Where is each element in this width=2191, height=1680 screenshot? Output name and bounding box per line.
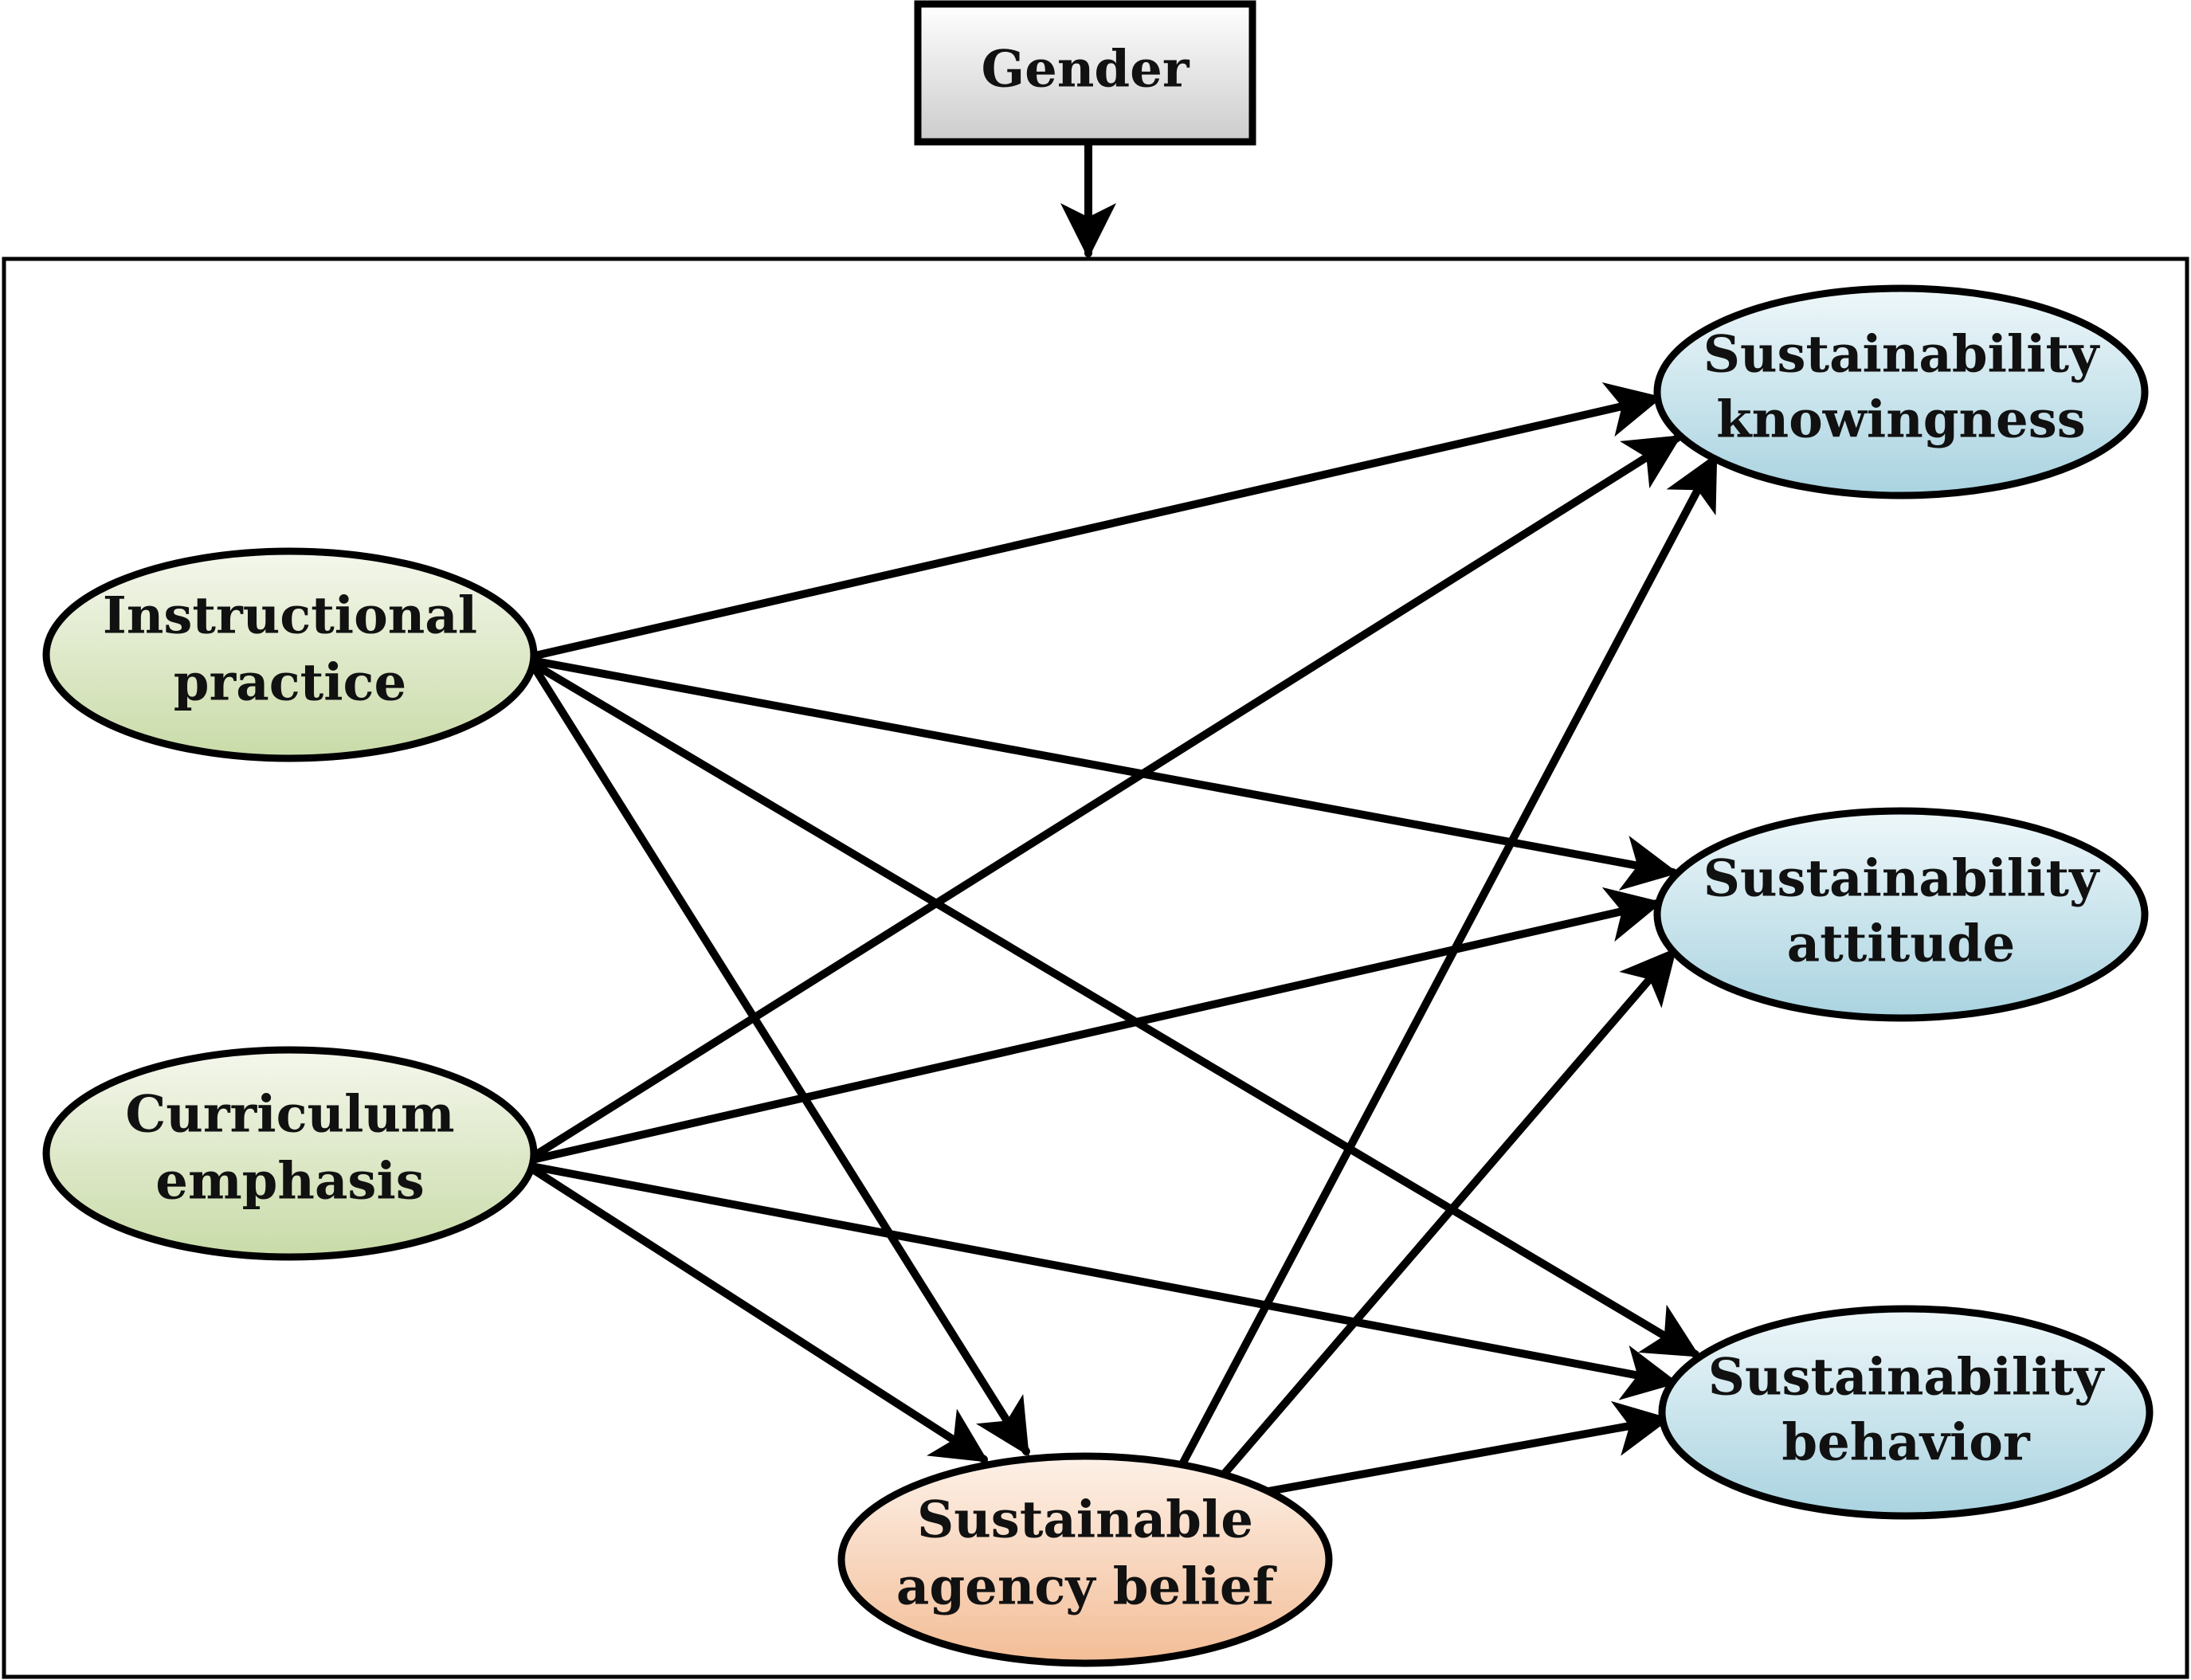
edge-instructional-practice-to-agency-belief [531,665,1030,1456]
edge-agency-belief-to-knowingness [1178,452,1719,1468]
sustainable-agency-belief-label-line2: agency belief [896,1557,1277,1617]
instructional-practice-label-line1: Instructional [103,586,477,646]
curriculum-emphasis-node: Curriculum emphasis [42,1046,538,1261]
edge-agency-belief-to-attitude [1219,947,1677,1479]
model-frame [2,257,2189,1679]
gender-node: Gender [914,0,1256,146]
edge-curriculum-emphasis-to-attitude [531,887,1663,1163]
edge-instructional-practice-to-knowingness [531,382,1663,660]
sustainability-attitude-label-line2: attitude [1787,914,2015,974]
sustainability-attitude-label-line1: Sustainability [1703,849,2100,909]
instructional-practice-label-line2: practice [174,653,406,713]
edge-instructional-practice-to-attitude [531,657,1679,891]
edge-agency-belief-to-behavior [1264,1400,1671,1495]
curriculum-emphasis-label-line2: emphasis [155,1152,425,1212]
sustainability-behavior-node: Sustainability behavior [1658,1305,2154,1520]
instructional-practice-node: Instructional practice [42,547,538,762]
edge-curriculum-emphasis-to-knowingness [531,434,1682,1159]
edge-curriculum-emphasis-to-behavior [531,1163,1679,1400]
sustainability-knowingness-node: Sustainability knowingness [1653,284,2149,499]
sustainability-attitude-node: Sustainability attitude [1653,807,2149,1022]
sustainability-behavior-label-line2: behavior [1781,1413,2031,1473]
sustainable-agency-belief-label-line1: Sustainable [917,1490,1253,1550]
sustainability-knowingness-label-line2: knowingness [1716,390,2086,450]
gender-label: Gender [981,40,1190,100]
edge-instructional-practice-to-behavior [531,661,1701,1358]
sustainability-behavior-label-line1: Sustainability [1708,1348,2105,1408]
sustainability-knowingness-label-line1: Sustainability [1703,325,2100,385]
sustainable-agency-belief-node: Sustainable agency belief [837,1452,1333,1667]
edge-curriculum-emphasis-to-agency-belief [531,1167,989,1463]
curriculum-emphasis-label-line1: Curriculum [125,1085,454,1145]
